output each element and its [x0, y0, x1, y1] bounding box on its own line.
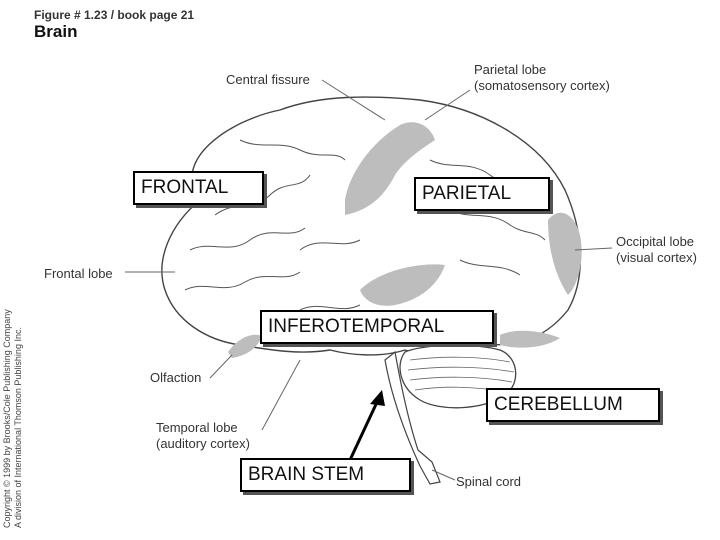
page-title: Brain — [34, 22, 78, 41]
label-olfaction: Olfaction — [150, 370, 202, 385]
figure-reference: Figure # 1.23 / book page 21 — [34, 8, 195, 22]
label-spinal-cord: Spinal cord — [456, 474, 522, 489]
label-temporal-lobe-1: Temporal lobe — [156, 420, 238, 435]
copyright-notice: Copyright © 1999 by Brooks/Cole Publishi… — [2, 288, 24, 528]
copyright-line-1: Copyright © 1999 by Brooks/Cole Publishi… — [2, 309, 12, 528]
label-occipital-lobe-1: Occipital lobe — [616, 234, 695, 249]
brainstem-shape — [384, 350, 441, 485]
box-brain-stem: BRAIN STEM — [240, 458, 411, 492]
inferotemporal-region — [500, 330, 560, 348]
label-occipital-lobe-2: (visual cortex) — [616, 250, 697, 265]
brain-stem-arrow — [348, 399, 380, 461]
label-temporal-lobe-2: (auditory cortex) — [156, 436, 250, 451]
box-parietal: PARIETAL — [414, 177, 550, 211]
box-frontal: FRONTAL — [133, 171, 264, 205]
label-central-fissure: Central fissure — [226, 72, 310, 87]
somatosensory-region — [345, 122, 435, 215]
box-inferotemporal: INFEROTEMPORAL — [260, 310, 494, 344]
label-parietal-lobe-2: (somatosensory cortex) — [474, 78, 610, 93]
label-parietal-lobe-1: Parietal lobe — [474, 62, 547, 77]
box-cerebellum: CEREBELLUM — [486, 388, 660, 422]
auditory-cortex-region — [360, 264, 445, 306]
olfaction-region — [228, 334, 262, 358]
visual-cortex-region — [548, 212, 582, 295]
brain-stem-arrowhead — [370, 390, 385, 406]
label-frontal-lobe: Frontal lobe — [44, 266, 113, 281]
copyright-line-2: A division of International Thomson Publ… — [13, 327, 23, 528]
